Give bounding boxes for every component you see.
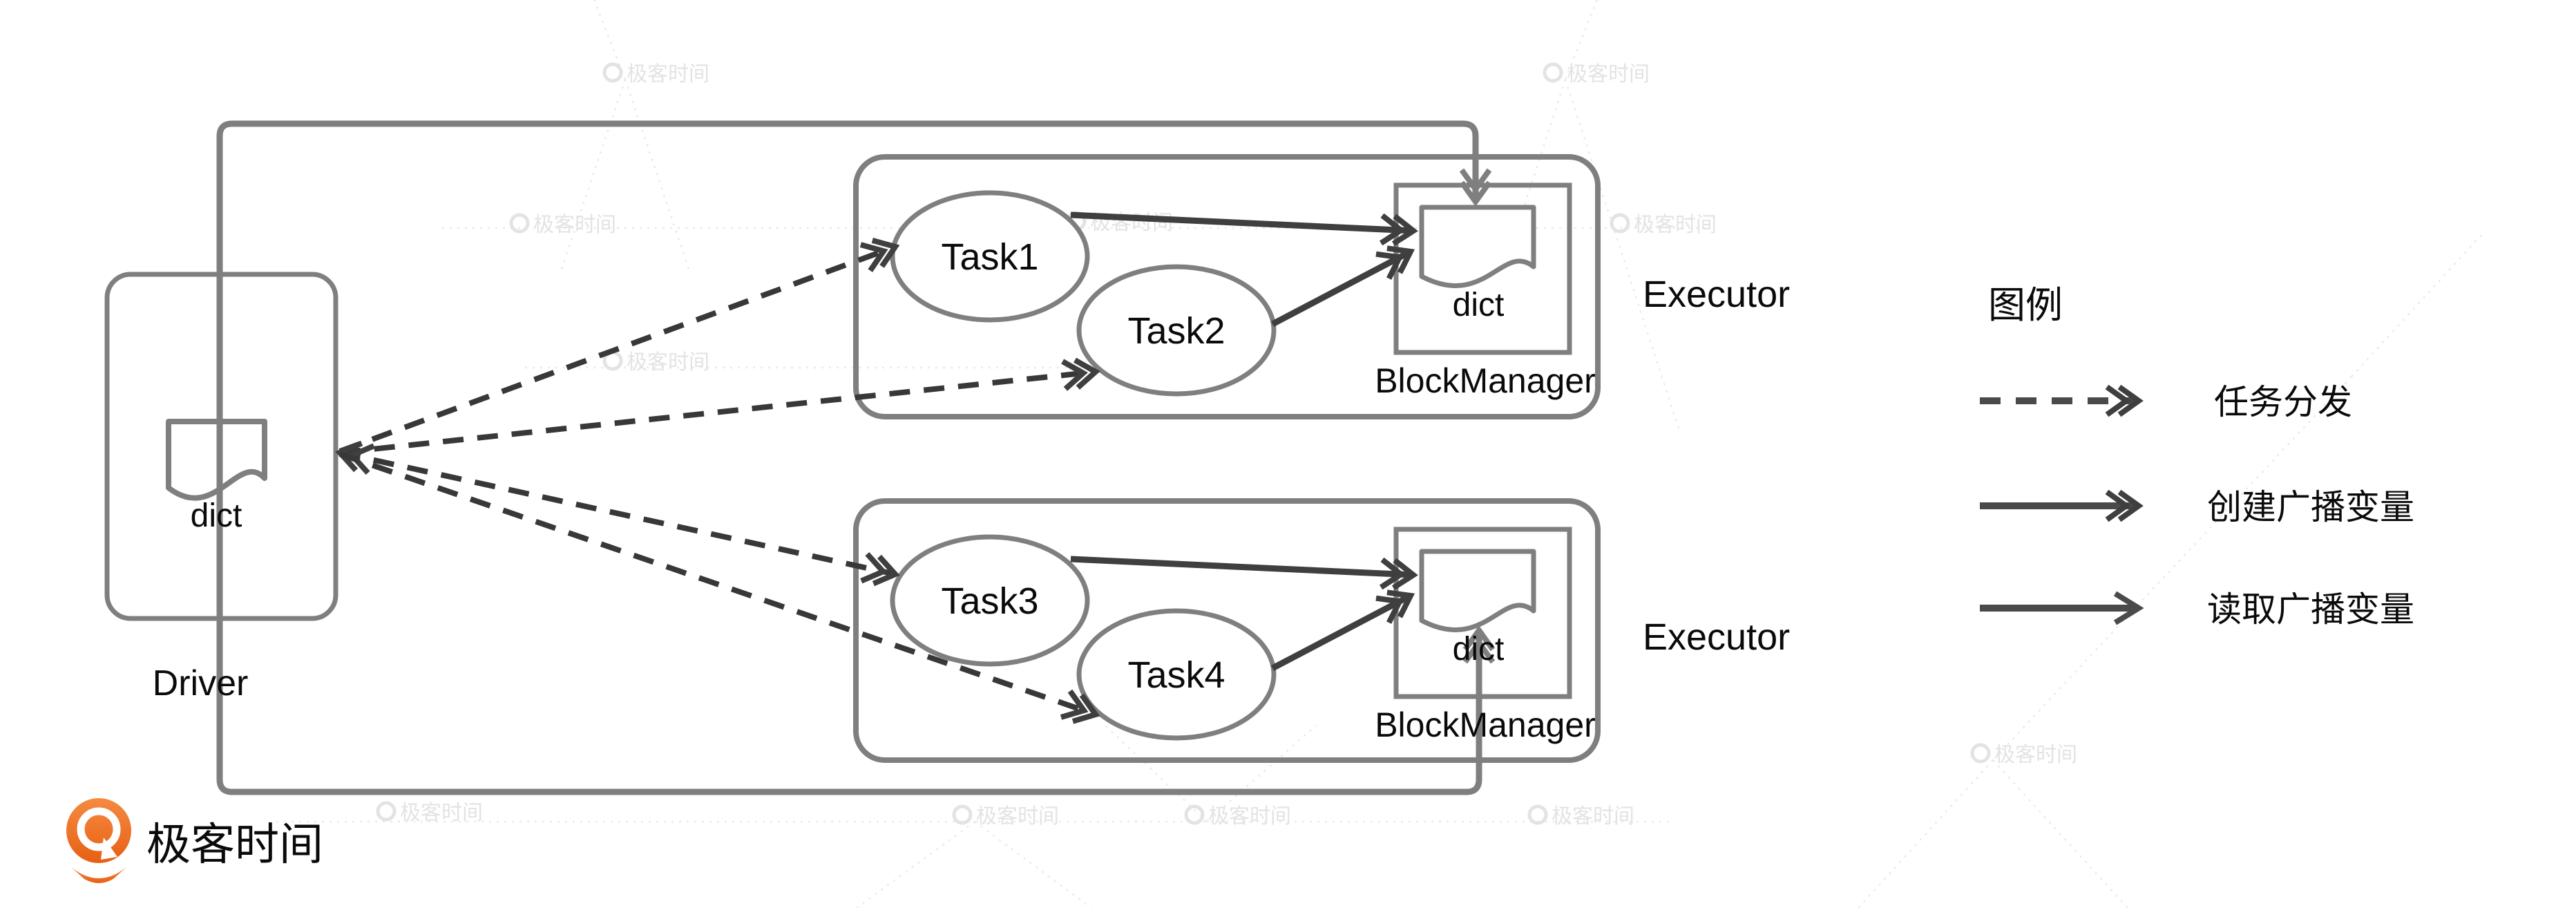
task-dispatch-arrow-task2 (339, 357, 1100, 455)
dict-label: dict (1453, 631, 1505, 668)
watermark-unit: 极客时间 (952, 804, 1059, 828)
read-broadcast-arrow-task4 (1270, 589, 1415, 671)
watermark-brand-text: 极客时间 (1567, 63, 1650, 86)
watermark-brand-text: 极客时间 (976, 805, 1059, 828)
task-dispatch-arrow-task3 (335, 440, 900, 587)
watermark-dotted-line (1206, 725, 1317, 822)
watermark-dotted-line (624, 79, 691, 272)
task-dispatch-arrows (335, 238, 1100, 724)
watermark-unit: 极客时间 (602, 62, 709, 86)
watermark-dotted-line (2351, 234, 2482, 377)
dict-label: dict (1453, 287, 1505, 323)
executor-1-group (853, 154, 1601, 419)
executor2-label: Executor (1643, 616, 1790, 658)
task3-label: Task3 (941, 580, 1038, 622)
watermark-pattern (276, 0, 2482, 908)
legend-item-label: 任务分发 (2214, 383, 2352, 422)
block-manager-dict-icon (1419, 205, 1536, 288)
legend-item-label: 读取广播变量 (2207, 590, 2414, 629)
driver-label: Driver (153, 663, 249, 703)
executor-2-group (853, 498, 1601, 763)
block-manager-dict-icon (1419, 549, 1536, 632)
watermark-logo-icon (1527, 804, 1548, 825)
executor-box (853, 154, 1601, 419)
create-broadcast-arrow (216, 120, 1496, 795)
watermark-dotted-line (560, 79, 627, 272)
footer-logo: 极客时间 (66, 798, 323, 883)
watermark-unit: 极客时间 (509, 213, 616, 236)
task-ellipse (890, 534, 1090, 667)
watermark-unit: 极客时间 (1184, 804, 1291, 828)
task-ellipse (1076, 264, 1277, 397)
block-manager-label: BlockManager (1375, 361, 1596, 400)
legend-item-label: 创建广播变量 (2207, 488, 2414, 527)
driver-dict-label: dict (191, 498, 242, 534)
task4-label: Task4 (1127, 654, 1225, 696)
watermark-unit: 极客时间 (376, 801, 483, 824)
watermark-unit: 极客时间 (602, 350, 709, 374)
task1-label: Task1 (941, 236, 1038, 278)
watermark-brand-text: 极客时间 (627, 63, 709, 86)
read-broadcast-arrow-task2 (1270, 245, 1415, 327)
watermark-dotted-line (1105, 725, 1208, 822)
watermark-dotted-line (1992, 376, 2352, 761)
watermark-unit: 极客时间 (1610, 213, 1717, 236)
watermark-dotted-line (1564, 79, 1680, 429)
watermark-brand-text: 极客时间 (1634, 214, 1717, 236)
watermark-brand-text: 极客时间 (1994, 744, 2077, 766)
watermark-logo-icon (1184, 804, 1205, 825)
watermark-unit: 极客时间 (1970, 743, 2077, 766)
read-broadcast-arrow-task1 (1070, 211, 1418, 247)
watermark-unit: 极客时间 (1543, 62, 1650, 86)
geektime-logo-icon (66, 798, 131, 863)
watermark-brand-text: 极客时间 (1552, 805, 1634, 828)
footer-brand-text: 极客时间 (146, 820, 323, 869)
watermark-dotted-line (856, 820, 975, 908)
geektime-logo-tail (70, 867, 127, 883)
watermark-logo-icon (1543, 62, 1563, 83)
watermark-logo-icon (952, 804, 973, 825)
watermark-dotted-line (1992, 759, 2128, 908)
watermark-unit: 极客时间 (1527, 804, 1634, 828)
watermark-logo-icon (376, 801, 397, 822)
legend-title: 图例 (1988, 285, 2063, 326)
watermark-brand-text: 极客时间 (1208, 805, 1291, 828)
watermark-logo-icon (509, 213, 530, 234)
watermark-brand-text: 极客时间 (533, 214, 616, 236)
watermark-logo-icon (602, 62, 623, 83)
executor-box (853, 498, 1601, 763)
watermark-dotted-line (974, 820, 1092, 908)
task-dispatch-arrow-task4 (338, 451, 1100, 724)
geektime-logo-ring (77, 807, 121, 851)
block-manager-label: BlockManager (1375, 706, 1596, 744)
legend: 图例 任务分发 创建广播变量 读取广播变量 (1980, 285, 2414, 629)
watermark-logo-icon (1970, 743, 1991, 764)
executor1-label: Executor (1643, 274, 1790, 315)
task-ellipse (1076, 608, 1277, 741)
watermark-nodes: 极客时间 极客时间 极客时间 极客时间 极客时间 极客时间 极客时间 极客时间 (376, 62, 2077, 828)
watermark-brand-text: 极客时间 (627, 351, 709, 374)
geektime-logo-notch (101, 838, 117, 860)
task-dispatch-arrow-task1 (338, 238, 900, 454)
watermark-dotted-line (1858, 759, 1994, 908)
read-broadcast-arrow-task3 (1070, 556, 1418, 591)
watermark-brand-text: 极客时间 (400, 802, 483, 824)
watermark-logo-icon (1610, 213, 1630, 234)
task2-label: Task2 (1127, 310, 1225, 352)
